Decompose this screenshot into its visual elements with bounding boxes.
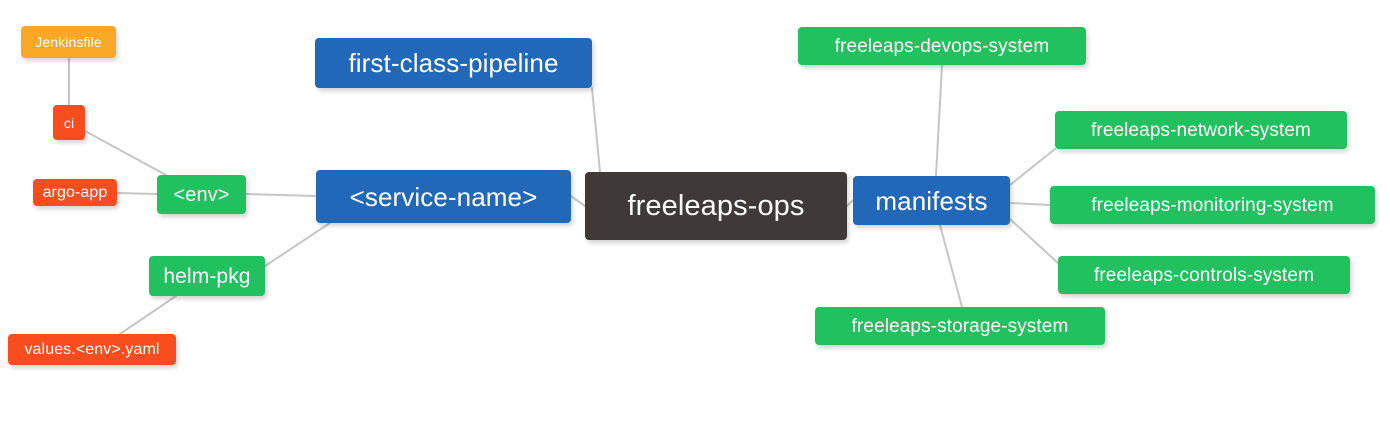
edge-service-to-helmpkg: [264, 222, 331, 267]
node-helmpkg[interactable]: helm-pkg: [149, 256, 265, 296]
node-storage[interactable]: freeleaps-storage-system: [815, 307, 1105, 345]
node-controls[interactable]: freeleaps-controls-system: [1058, 256, 1350, 294]
edge-helmpkg-to-valuesyaml: [119, 295, 177, 335]
node-env[interactable]: <env>: [157, 175, 246, 214]
edge-env-to-argoapp: [116, 192, 158, 195]
node-argoapp[interactable]: argo-app: [33, 179, 117, 206]
edge-manifests-to-devops: [935, 64, 943, 177]
node-ci[interactable]: ci: [53, 105, 85, 140]
edge-manifests-to-controls: [1009, 218, 1059, 264]
node-service[interactable]: <service-name>: [316, 170, 571, 223]
edge-env-to-ci: [84, 130, 167, 176]
node-pipeline[interactable]: first-class-pipeline: [315, 38, 592, 88]
edge-root-to-pipeline: [591, 87, 601, 173]
node-monitoring[interactable]: freeleaps-monitoring-system: [1050, 186, 1375, 224]
edge-manifests-to-monitoring: [1009, 202, 1051, 206]
node-manifests[interactable]: manifests: [853, 176, 1010, 225]
node-jenkinsfile[interactable]: Jenkinsfile: [21, 26, 116, 58]
edge-root-to-service: [570, 195, 586, 207]
node-valuesyaml[interactable]: values.<env>.yaml: [8, 334, 176, 365]
edge-manifests-to-storage: [939, 224, 963, 308]
edge-service-to-env: [245, 193, 317, 197]
node-network[interactable]: freeleaps-network-system: [1055, 111, 1347, 149]
edge-manifests-to-network: [1009, 148, 1056, 186]
node-devops[interactable]: freeleaps-devops-system: [798, 27, 1086, 65]
node-root[interactable]: freeleaps-ops: [585, 172, 847, 240]
